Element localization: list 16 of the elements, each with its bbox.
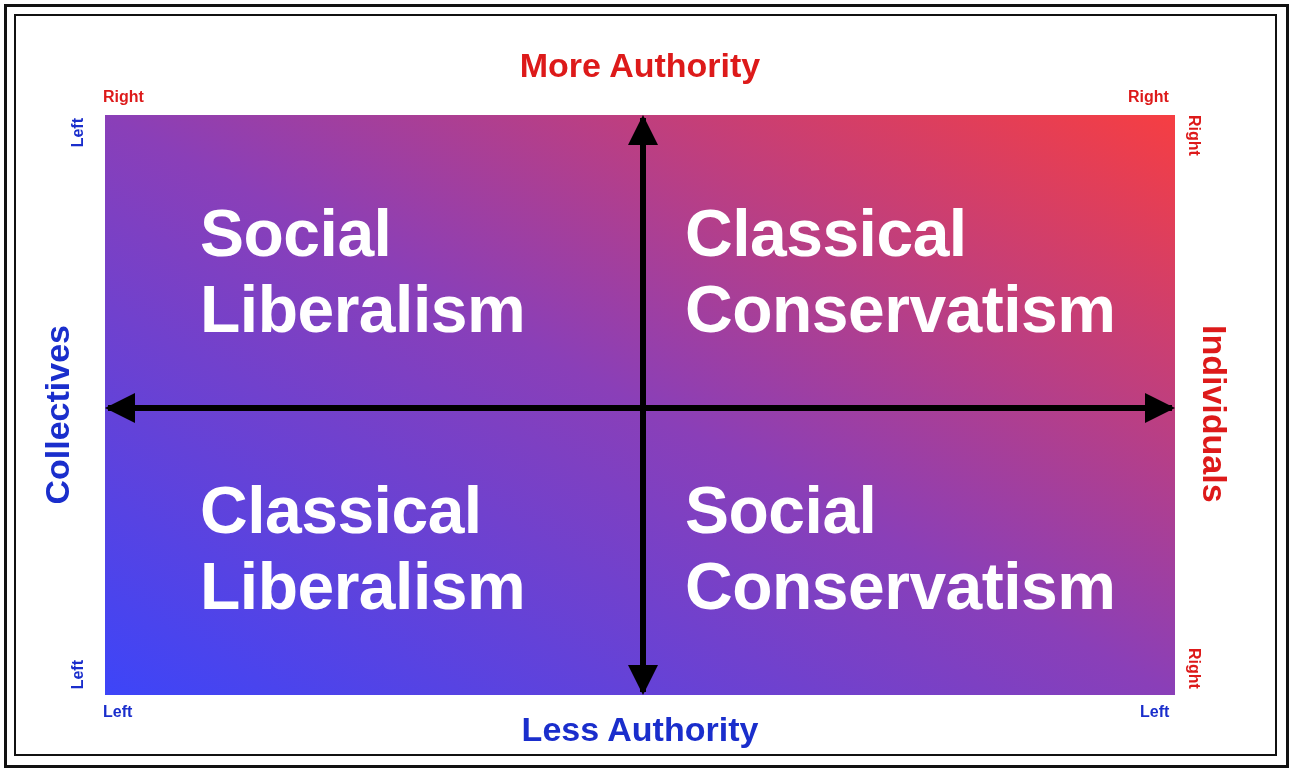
axis-title: More Authority (519, 48, 761, 82)
quadrant-label: Classical Conservatism (685, 195, 1117, 347)
quadrant-label: Social Conservatism (685, 472, 1117, 624)
axis-title: Individuals (1198, 325, 1232, 503)
quadrant-label: Classical Liberalism (200, 472, 527, 624)
corner-label: Right (1186, 648, 1202, 689)
quadrant-label: Social Liberalism (200, 195, 527, 347)
corner-label: Left (70, 660, 86, 690)
axis-title: Collectives (40, 325, 74, 505)
corner-label: Right (103, 89, 144, 105)
corner-label: Left (70, 118, 86, 148)
axis-title: Less Authority (521, 712, 759, 746)
corner-label: Left (1140, 704, 1170, 720)
corner-label: Left (103, 704, 133, 720)
corner-label: Right (1128, 89, 1169, 105)
corner-label: Right (1186, 115, 1202, 156)
